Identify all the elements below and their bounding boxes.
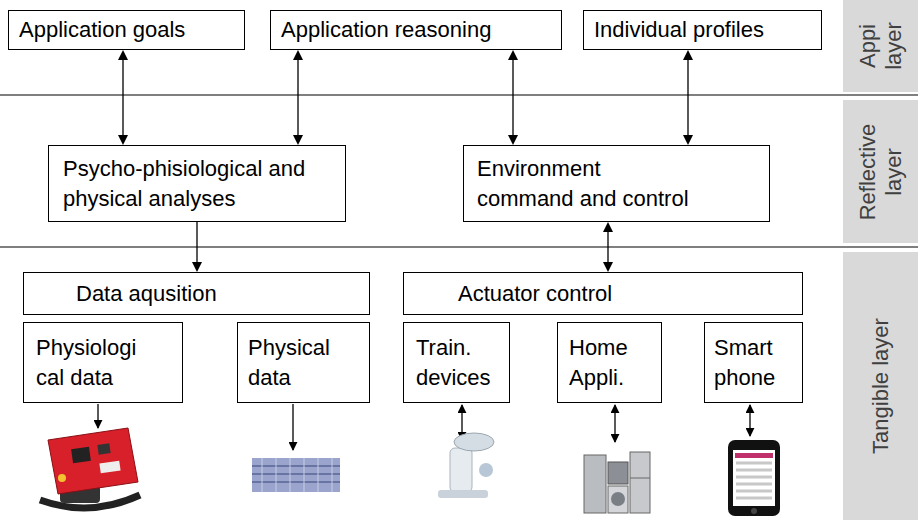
layer-band: Reflective layer bbox=[843, 100, 918, 243]
process-box: Physical data bbox=[237, 322, 370, 403]
box-label: Application goals bbox=[19, 15, 185, 45]
layer-label: Appi layer bbox=[854, 5, 907, 87]
training-device-picture bbox=[438, 433, 494, 498]
process-box: Smart phone bbox=[704, 322, 803, 403]
leader-arrow bbox=[97, 404, 98, 428]
box-label: Psycho-phisiological and physical analys… bbox=[63, 154, 333, 214]
layer-band: Appi layer bbox=[843, 0, 918, 92]
process-box: Application goals bbox=[8, 10, 245, 50]
leader-arrow bbox=[292, 404, 293, 450]
process-box: Psycho-phisiological and physical analys… bbox=[48, 145, 346, 222]
leader-arrow bbox=[614, 405, 615, 442]
process-box: Individual profiles bbox=[583, 10, 822, 50]
layer-band: Tangible layer bbox=[843, 252, 918, 520]
sensor-board-picture bbox=[40, 428, 140, 508]
home-appliances-picture bbox=[584, 452, 650, 513]
box-label: Actuator control bbox=[458, 279, 612, 309]
box-label: Smart phone bbox=[714, 333, 786, 393]
leader-arrow bbox=[749, 405, 750, 436]
process-box: Actuator control bbox=[403, 272, 803, 315]
connector-arrow bbox=[508, 50, 518, 145]
box-label: Physiologi cal data bbox=[36, 333, 156, 393]
box-label: Home Appli. bbox=[569, 333, 649, 393]
connector-arrow bbox=[118, 50, 128, 145]
box-label: Train. devices bbox=[416, 333, 496, 393]
box-label: Data aqusition bbox=[76, 279, 217, 309]
connector-arrow bbox=[293, 50, 303, 145]
process-box: Home Appli. bbox=[557, 322, 662, 403]
process-box: Physiologi cal data bbox=[23, 322, 183, 403]
process-box: Train. devices bbox=[403, 322, 510, 403]
layer-label: Tangible layer bbox=[867, 257, 893, 515]
layer-divider bbox=[0, 246, 918, 247]
connector-arrow bbox=[603, 222, 613, 272]
connector-arrow bbox=[683, 50, 693, 145]
textile-sensor-picture bbox=[252, 458, 340, 492]
layer-divider bbox=[0, 94, 918, 95]
process-box: Data aqusition bbox=[23, 272, 370, 315]
box-label: Physical data bbox=[248, 333, 348, 393]
smartphone-picture bbox=[728, 440, 780, 516]
connector-arrow bbox=[192, 222, 202, 272]
process-box: Application reasoning bbox=[270, 10, 562, 50]
process-box: Environment command and control bbox=[463, 145, 770, 222]
box-label: Individual profiles bbox=[594, 15, 764, 45]
box-label: Application reasoning bbox=[281, 15, 491, 45]
box-label: Environment command and control bbox=[477, 154, 695, 214]
layer-label: Reflective layer bbox=[854, 105, 907, 238]
